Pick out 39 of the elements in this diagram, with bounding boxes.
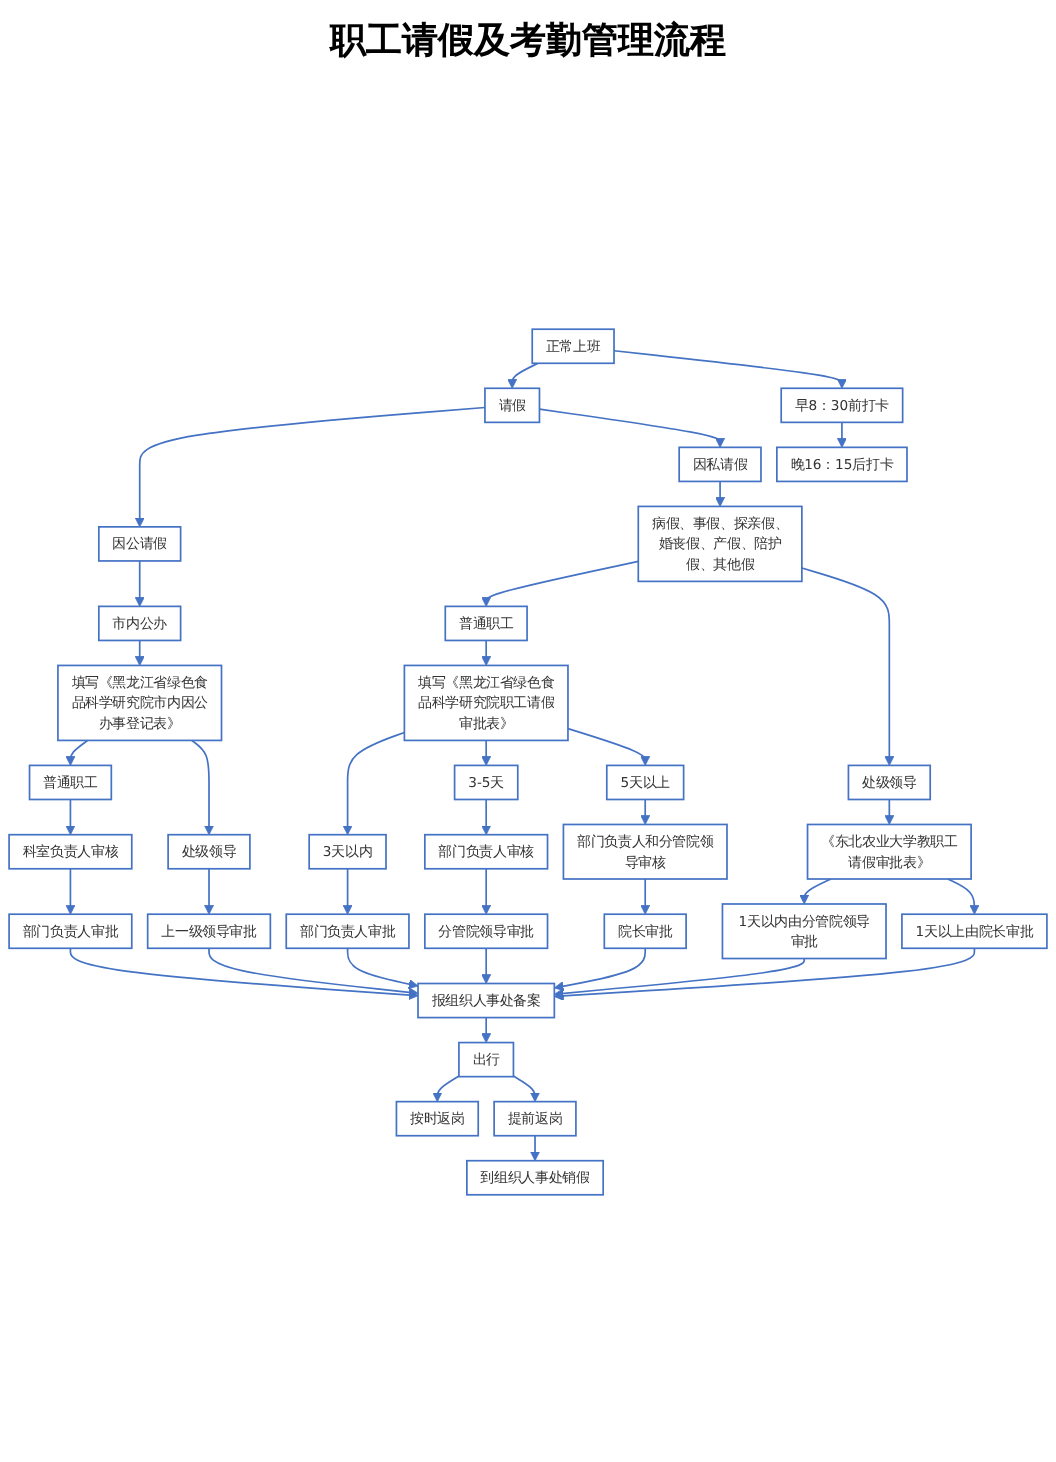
arrow bbox=[134, 406, 486, 528]
arrow bbox=[481, 560, 640, 607]
arrow bbox=[134, 639, 145, 666]
arrow bbox=[432, 1075, 460, 1103]
arrow bbox=[134, 560, 145, 607]
arrow bbox=[530, 1134, 540, 1162]
arrow bbox=[208, 947, 419, 998]
arrow bbox=[715, 480, 726, 507]
arrow bbox=[481, 1016, 492, 1044]
arrow bbox=[481, 739, 492, 766]
arrow bbox=[346, 947, 419, 989]
arrow bbox=[204, 867, 214, 915]
arrow bbox=[613, 349, 847, 389]
arrow bbox=[799, 878, 832, 905]
arrow bbox=[946, 878, 980, 915]
arrow bbox=[481, 867, 492, 915]
arrow bbox=[342, 731, 406, 836]
arrow bbox=[553, 957, 806, 999]
arrow bbox=[507, 362, 539, 389]
arrow bbox=[567, 727, 651, 766]
arrow bbox=[65, 798, 76, 836]
diagram-title: 职工请假及考勤管理流程 bbox=[327, 18, 728, 64]
arrow bbox=[553, 947, 976, 1001]
arrow bbox=[640, 798, 651, 825]
arrow bbox=[512, 1075, 540, 1103]
arrow bbox=[481, 798, 492, 836]
arrow bbox=[481, 947, 492, 984]
arrow bbox=[801, 567, 895, 766]
arrow bbox=[65, 739, 89, 766]
arrow bbox=[836, 421, 847, 448]
arrow bbox=[190, 739, 214, 836]
arrow bbox=[553, 947, 647, 992]
arrow bbox=[538, 408, 726, 448]
arrow bbox=[640, 878, 651, 915]
arrow bbox=[884, 798, 895, 825]
arrow bbox=[481, 639, 492, 666]
arrow bbox=[69, 947, 419, 1001]
arrow bbox=[342, 867, 353, 915]
arrow bbox=[65, 867, 76, 915]
